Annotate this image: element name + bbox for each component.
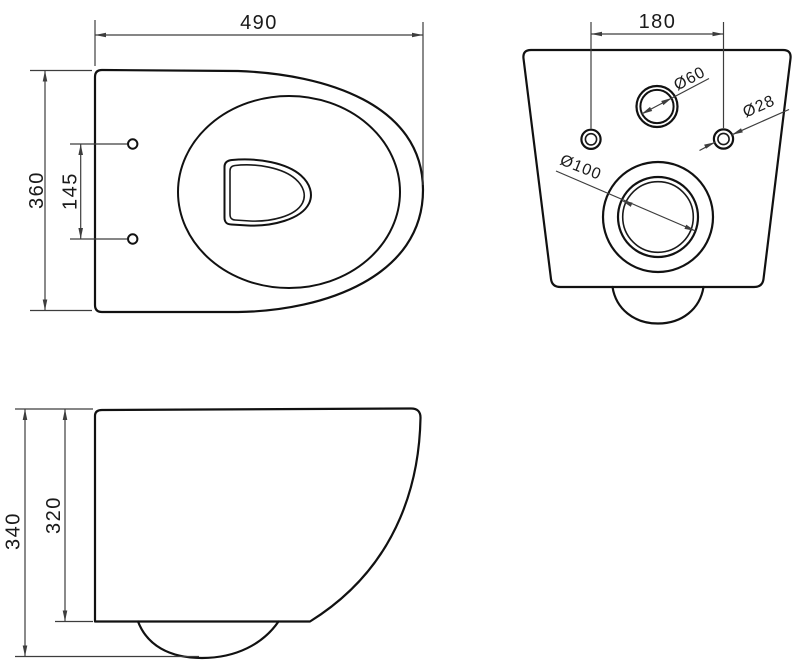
back-view-outlet-inner xyxy=(621,180,695,254)
dimension-490: 490 xyxy=(94,12,424,185)
leader-inlet-diameter: Ø60 xyxy=(641,64,710,115)
dim-label-body-height: 320 xyxy=(43,496,65,534)
dim-label-overall-height: 340 xyxy=(3,512,25,550)
back-view-fixing-hole-right-inner xyxy=(717,132,730,146)
top-view-seat-hole-lower xyxy=(127,233,139,245)
back-view-outline xyxy=(522,48,792,289)
side-view: 340 320 xyxy=(3,407,422,660)
top-view-flush-opening-outer xyxy=(223,158,312,227)
dim-label-fixing-centers: 180 xyxy=(639,11,677,33)
dimension-145: 145 xyxy=(60,143,127,240)
dim-label-depth: 360 xyxy=(26,171,48,209)
back-view: 180 Ø60 Ø28 Ø100 xyxy=(522,11,792,325)
back-view-outlet-outer xyxy=(601,160,715,274)
back-view-inlet-inner xyxy=(639,88,675,125)
dim-label-outlet-diameter: Ø100 xyxy=(558,152,604,184)
dim-label-width: 490 xyxy=(240,12,278,34)
top-view-seat-hole-upper xyxy=(127,138,139,150)
dimension-340: 340 xyxy=(3,408,199,658)
back-view-fixing-hole-right-outer xyxy=(712,128,735,150)
dim-label-hole-spacing: 145 xyxy=(60,172,82,210)
back-view-outlet-middle xyxy=(616,175,700,259)
top-view-flush-opening-inner xyxy=(229,164,306,222)
dimension-360: 360 xyxy=(26,69,92,312)
leader-fixing-hole-diameter: Ø28 xyxy=(699,92,790,152)
dim-label-inlet-diameter: Ø60 xyxy=(671,64,708,95)
dimension-320: 320 xyxy=(43,409,93,623)
top-view-bowl-rim xyxy=(177,95,401,289)
side-view-outline xyxy=(93,407,422,623)
top-view-outer-outline xyxy=(93,68,425,314)
top-view: 490 360 145 xyxy=(26,12,425,314)
back-view-inlet-outer xyxy=(635,84,679,129)
back-view-fixing-hole-left-outer xyxy=(580,128,602,150)
back-view-fixing-hole-left-inner xyxy=(584,132,598,146)
back-view-bowl-bulge xyxy=(611,285,705,325)
dimension-180: 180 xyxy=(590,11,725,129)
side-view-bowl-bulge xyxy=(136,620,280,660)
